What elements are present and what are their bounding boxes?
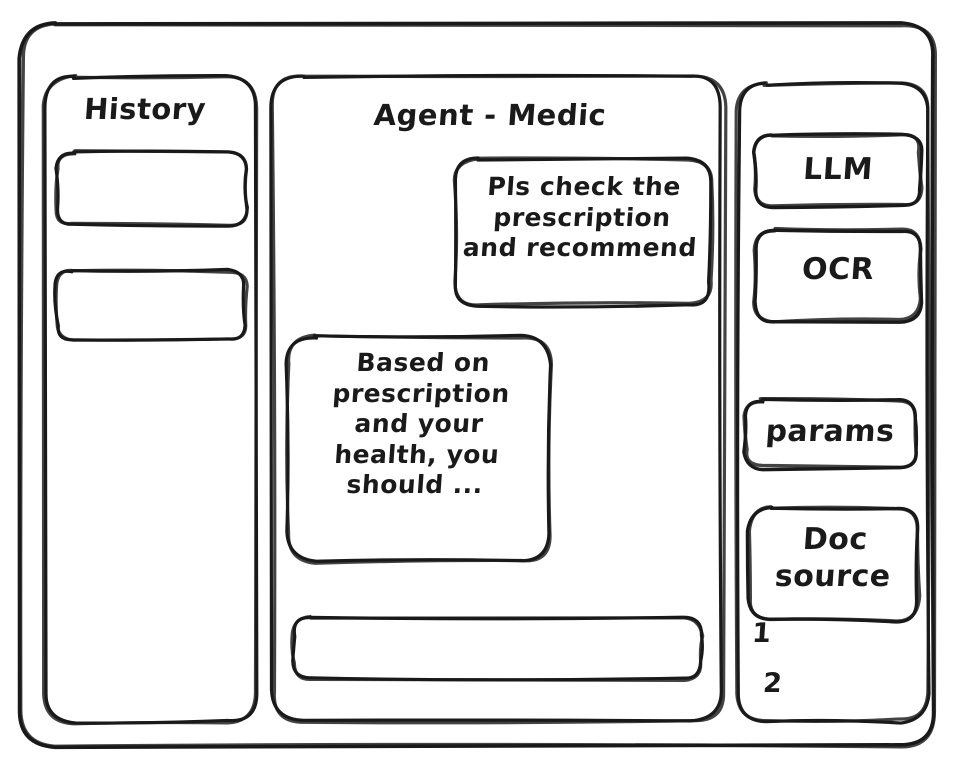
history-item-2[interactable] [57,270,245,340]
agent-message-bubble[interactable] [288,336,550,560]
message-input-box[interactable] [290,614,705,682]
doc-source-entry-1[interactable]: 1 [750,618,773,649]
params-button-box[interactable] [742,396,918,470]
agent-message-bubble-box[interactable] [285,333,554,565]
doc-source-panel[interactable] [750,508,918,620]
doc-source-entry-2[interactable]: 2 [761,668,784,699]
app-window-frame [18,21,937,749]
message-input[interactable] [293,618,700,680]
params-button[interactable] [745,400,915,467]
history-panel [41,74,259,726]
history-item-1-box[interactable] [54,149,249,227]
llm-button-box[interactable] [752,133,924,208]
main-panel [270,74,728,725]
user-message-bubble-box[interactable] [452,156,715,307]
history-panel-title: History [82,92,208,126]
ocr-button[interactable] [755,230,921,320]
main-panel-title: Agent - Medic [372,98,608,132]
tools-panel [734,81,931,724]
history-item-1[interactable] [57,153,245,225]
history-item-2-box[interactable] [54,268,249,342]
llm-button[interactable] [755,135,921,205]
user-message-bubble[interactable] [455,160,710,305]
ocr-button-box[interactable] [752,226,923,324]
doc-source-panel-box[interactable] [747,505,922,623]
